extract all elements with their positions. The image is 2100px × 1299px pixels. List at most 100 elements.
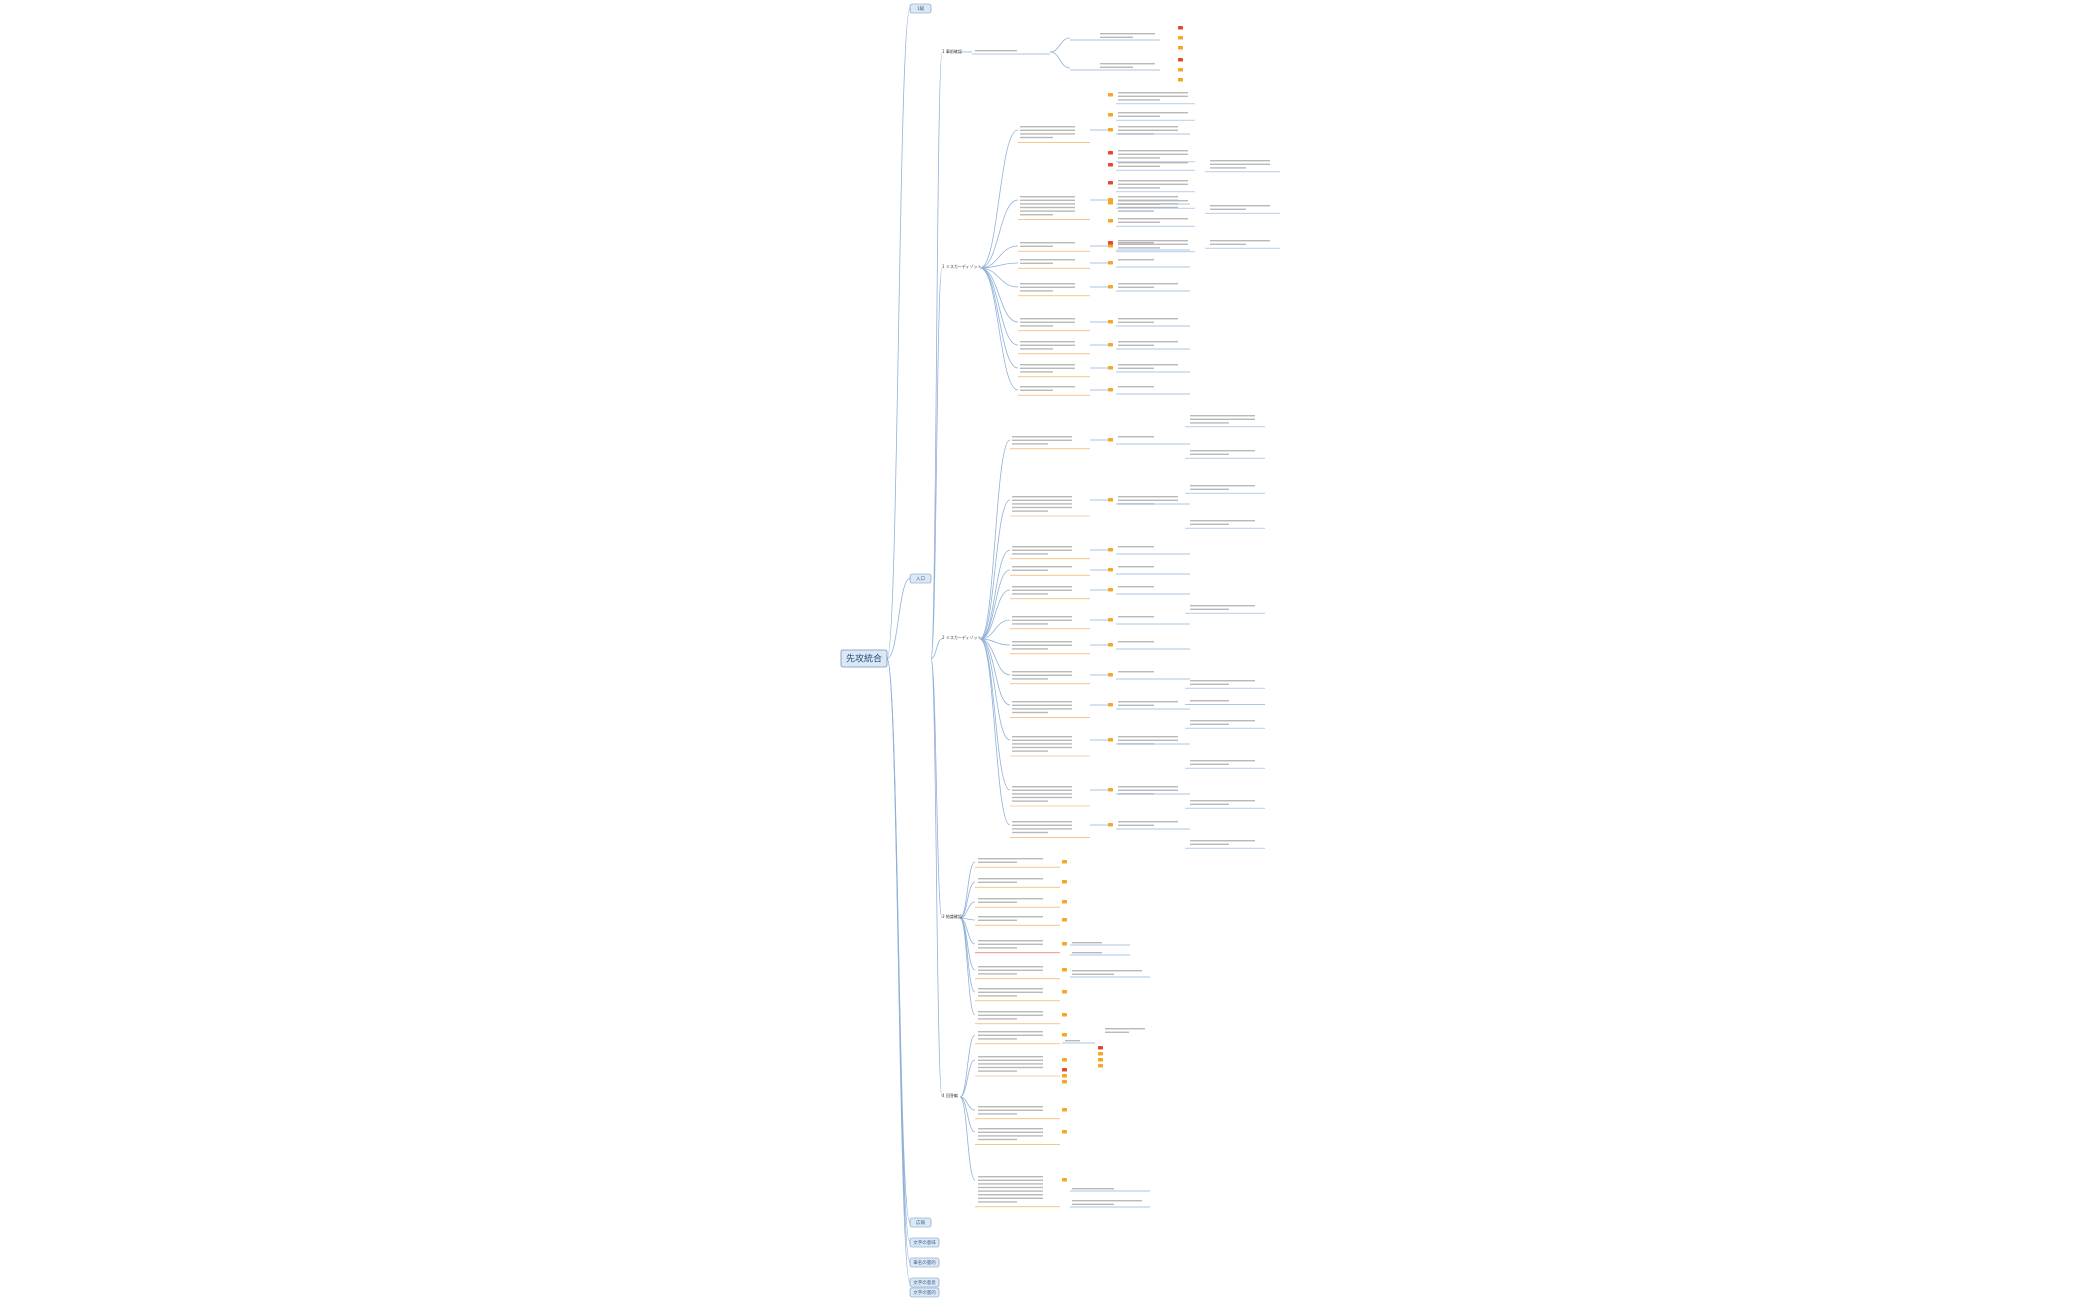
- node-text-line: [1190, 608, 1229, 610]
- node-text-line: [1100, 63, 1155, 65]
- node-text-line: [1118, 586, 1154, 588]
- node-text-line: [1072, 952, 1102, 954]
- node-text-line: [1020, 259, 1075, 261]
- node-text-line: [1020, 367, 1075, 369]
- node-text-line: [1012, 671, 1072, 673]
- status-badge: [1098, 1046, 1103, 1050]
- connector-line: [979, 129, 1019, 269]
- node-text-line: [1012, 566, 1072, 568]
- node-text-line: [1012, 711, 1048, 714]
- node-text-line: [1020, 242, 1075, 244]
- node-text-line: [1190, 485, 1255, 487]
- connector-line: [930, 658, 943, 1098]
- status-badge: [1108, 366, 1113, 370]
- node-text-line: [1118, 367, 1154, 369]
- side-node[interactable]: 文字の意味: [909, 1237, 940, 1248]
- node-text-line: [1020, 245, 1053, 247]
- connector-line: [979, 569, 1011, 640]
- node-text-line: [1012, 743, 1072, 745]
- status-badge: [1062, 968, 1067, 972]
- node-text-line: [1020, 290, 1053, 292]
- node-text-line: [1118, 247, 1160, 249]
- node-text-line: [1118, 386, 1154, 388]
- side-node[interactable]: 筆名の量的: [909, 1257, 940, 1268]
- connector-line: [886, 658, 911, 1283]
- connector-line: [1049, 37, 1071, 53]
- node-text-line: [1118, 203, 1160, 205]
- connector-line: [979, 439, 1011, 640]
- node-text-line: [978, 1031, 1043, 1033]
- node-text-line: [1020, 214, 1053, 216]
- node-text-line: [1118, 341, 1178, 343]
- connector-line: [959, 1059, 976, 1098]
- side-node-label: 文字の意味: [913, 1239, 936, 1246]
- side-node[interactable]: 1級: [909, 3, 932, 14]
- node-text-line: [978, 901, 1017, 903]
- node-text-line: [978, 1197, 1043, 1199]
- status-badge: [1062, 1178, 1067, 1182]
- status-badge: [1062, 1068, 1067, 1072]
- node-text-line: [978, 1063, 1043, 1065]
- node-text-line: [1105, 1028, 1145, 1030]
- connector-line: [979, 267, 1019, 323]
- node-text-line: [1190, 453, 1229, 455]
- node-text-line: [978, 1135, 1043, 1137]
- node-text-line: [1020, 210, 1075, 212]
- root-label: 先攻統合: [846, 653, 882, 665]
- side-node[interactable]: 入口: [909, 573, 932, 584]
- branch-node[interactable]: 3 結論確認: [942, 913, 962, 919]
- node-text-line: [1118, 824, 1154, 826]
- node-text-line: [1012, 793, 1072, 795]
- branch-label: 3 結論確認: [942, 913, 962, 919]
- status-badge: [1108, 823, 1113, 827]
- branch-node[interactable]: 1 ミスカーディゾット: [942, 263, 982, 269]
- node-text-line: [978, 916, 1043, 918]
- node-text-line: [1118, 641, 1154, 643]
- connector-line: [930, 52, 943, 659]
- node-text-line: [1012, 616, 1072, 618]
- node-text-line: [1072, 942, 1102, 944]
- side-node-label: 筆名の量的: [913, 1259, 936, 1266]
- side-node[interactable]: 文字の量的: [909, 1287, 940, 1298]
- connector-line: [979, 638, 1011, 706]
- node-text-line: [1118, 165, 1160, 167]
- connector-line: [979, 245, 1019, 269]
- branch-label: 2 ミスカーディゾット: [942, 634, 982, 640]
- node-text-line: [1020, 389, 1053, 391]
- status-badge: [1108, 241, 1113, 245]
- node-text-line: [1020, 341, 1075, 343]
- connector-line: [979, 267, 1019, 369]
- status-badge: [1178, 58, 1183, 62]
- node-text-line: [978, 973, 1017, 975]
- node-text-line: [978, 947, 1017, 949]
- branch-node[interactable]: 4 回答編: [942, 1092, 958, 1098]
- connector-line: [886, 8, 911, 659]
- branch-node[interactable]: 2 ミスカーディゾット: [942, 634, 982, 640]
- node-text-line: [1118, 196, 1178, 198]
- status-badge: [1108, 643, 1113, 647]
- node-text-line: [1020, 371, 1053, 373]
- node-text-line: [1012, 750, 1048, 752]
- root-node[interactable]: 先攻統合: [840, 649, 888, 668]
- branch-node[interactable]: 1 事前確認: [942, 48, 962, 54]
- side-node[interactable]: 文字の意思: [909, 1277, 940, 1288]
- node-text-line: [1012, 510, 1048, 512]
- side-node-label: 広報: [916, 1219, 925, 1226]
- connector-line: [979, 638, 1011, 676]
- node-text-line: [1012, 828, 1072, 830]
- node-text-line: [1020, 199, 1075, 201]
- node-text-line: [1012, 506, 1072, 509]
- side-node-label: 文字の意思: [913, 1279, 936, 1286]
- status-badge: [1098, 1064, 1103, 1068]
- node-text-line: [1012, 678, 1048, 680]
- branch-label: 1 ミスカーディゾット: [942, 263, 982, 269]
- node-text-line: [978, 898, 1043, 900]
- connector-line: [979, 638, 1011, 741]
- node-text-line: [1190, 415, 1255, 417]
- node-text-line: [1118, 200, 1188, 202]
- status-badge: [1108, 343, 1113, 347]
- side-node[interactable]: 広報: [909, 1217, 932, 1228]
- connector-line: [979, 589, 1011, 640]
- status-badge: [1108, 244, 1113, 248]
